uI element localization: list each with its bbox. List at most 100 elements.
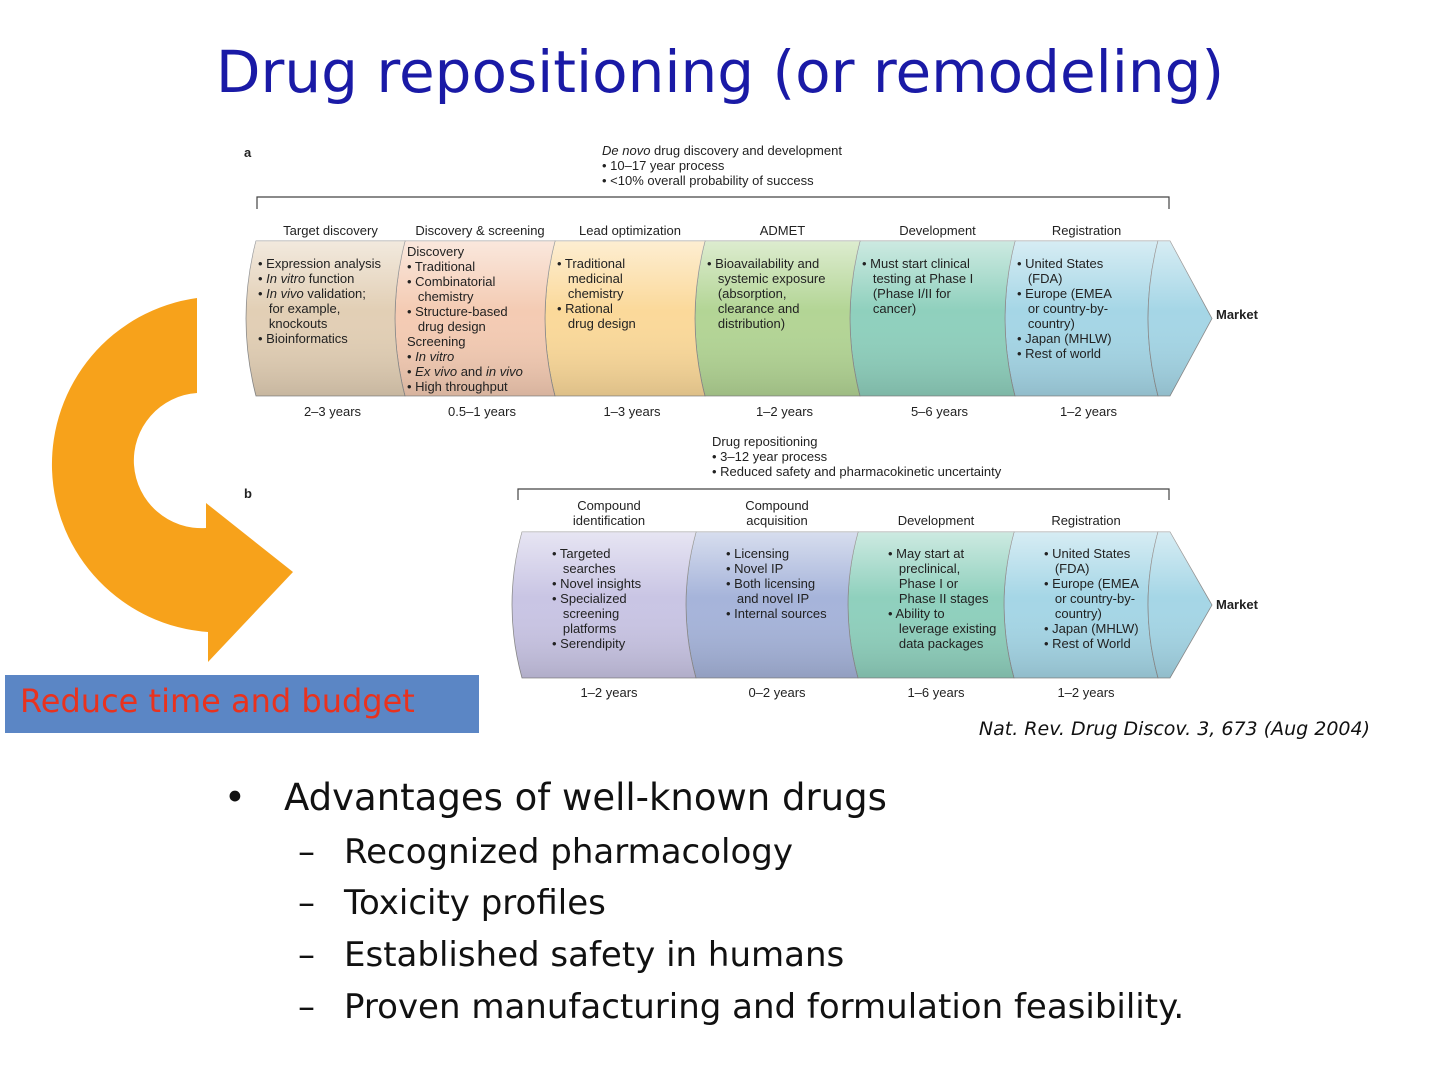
stage-detail-line: • Rest of World (1044, 636, 1131, 651)
stage-shading (246, 241, 405, 396)
stage-detail-line: distribution) (707, 316, 785, 331)
stage-duration: 5–6 years (911, 404, 969, 419)
stage-detail-line: testing at Phase I (862, 271, 973, 286)
sub-bullet: –Toxicity profiles (298, 883, 606, 923)
stage-detail-line: • Targeted (552, 546, 611, 561)
stage-detail-line: • Both licensing (726, 576, 815, 591)
stage-name: identification (573, 513, 645, 528)
stage-duration: 2–3 years (304, 404, 362, 419)
stage-duration: 1–2 years (756, 404, 814, 419)
stage-detail-line: • Bioavailability and (707, 256, 819, 271)
stage-detail-line: • Novel IP (726, 561, 783, 576)
callout-text: Reduce time and budget (20, 682, 415, 720)
stage-detail-line: • Rational (557, 301, 613, 316)
stage-detail-line: (FDA) (1017, 271, 1063, 286)
bullet-marker: • (224, 776, 246, 819)
stage-shading (1005, 241, 1158, 396)
stage-shading (848, 532, 1014, 678)
stage-detail-line: drug design (407, 319, 486, 334)
stage-detail-line: • High throughput (407, 379, 508, 394)
stage-detail-line: • Traditional (557, 256, 625, 271)
stage-detail-line: • Japan (MHLW) (1017, 331, 1112, 346)
sub-bullet-text: Established safety in humans (344, 935, 845, 975)
stage-detail-line: • Europe (EMEA (1044, 576, 1139, 591)
slide-title: Drug repositioning (or remodeling) (215, 38, 1225, 106)
stage-shading (1004, 532, 1158, 678)
sub-bullet: –Recognized pharmacology (298, 832, 793, 872)
stage-detail-line: or country-by- (1017, 301, 1108, 316)
stage-detail-line: Phase I or (888, 576, 959, 591)
sub-bullet-marker: – (298, 935, 315, 975)
stage-shading (850, 241, 1015, 396)
stage-detail-line: clearance and (707, 301, 800, 316)
stage-detail-line: • Ex vivo and in vivo (407, 364, 523, 379)
curved-arrow-icon (51, 298, 294, 662)
stage-name: Discovery & screening (415, 223, 544, 238)
sub-bullet-marker: – (298, 832, 315, 872)
sub-bullet: –Proven manufacturing and formulation fe… (298, 987, 1184, 1027)
stage-name: Registration (1052, 223, 1121, 238)
stage-shading (512, 532, 696, 678)
stage-detail-line: • In vitro (407, 349, 454, 364)
panel-a-header-bullet: • <10% overall probability of success (602, 173, 814, 188)
stage-duration: 0.5–1 years (448, 404, 516, 419)
sub-bullet-marker: – (298, 987, 315, 1027)
stage-detail-line: for example, (258, 301, 340, 316)
stage-detail-line: • In vivo validation; (258, 286, 366, 301)
bullet-main-text: Advantages of well-known drugs (284, 776, 887, 819)
stage-detail-line: country) (1017, 316, 1075, 331)
stage-detail-line: • Specialized (552, 591, 627, 606)
stage-detail-line: • Must start clinical (862, 256, 970, 271)
citation: Nat. Rev. Drug Discov. 3, 673 (Aug 2004) (978, 718, 1370, 740)
stage-detail-line: Screening (407, 334, 466, 349)
stage-detail-line: • Combinatorial (407, 274, 495, 289)
stage-detail-line: leverage existing (888, 621, 996, 636)
sub-bullet-text: Recognized pharmacology (344, 832, 793, 872)
panel-a-header-title: De novo drug discovery and development (602, 143, 842, 158)
stage-detail-line: (FDA) (1044, 561, 1090, 576)
panel-b-market-label: Market (1216, 597, 1259, 612)
panel-b-header-bullet: • 3–12 year process (712, 449, 828, 464)
stage-detail-line: medicinal (557, 271, 623, 286)
stage-detail-line: • Expression analysis (258, 256, 382, 271)
stage-detail-line: knockouts (258, 316, 328, 331)
stage-detail-line: • May start at (888, 546, 964, 561)
stage-duration: 1–2 years (580, 685, 638, 700)
stage-duration: 1–2 years (1057, 685, 1115, 700)
callout-box (5, 675, 479, 733)
stage-name: ADMET (760, 223, 806, 238)
stage-detail-line: (absorption, (707, 286, 787, 301)
panel-a-header-bullet: • 10–17 year process (602, 158, 725, 173)
stage-detail-line: • Rest of world (1017, 346, 1101, 361)
stage-detail-line: • Licensing (726, 546, 789, 561)
stage-duration: 0–2 years (748, 685, 806, 700)
stage-detail-line: drug design (557, 316, 636, 331)
stage-name: Registration (1051, 513, 1120, 528)
stage-duration: 1–2 years (1060, 404, 1118, 419)
panel-a-de-novo: a De novo drug discovery and development… (244, 143, 1259, 419)
stage-detail-line: preclinical, (888, 561, 960, 576)
sub-bullet-text: Toxicity profiles (344, 883, 606, 923)
panel-b-letter: b (244, 486, 252, 501)
stage-name: acquisition (746, 513, 807, 528)
stage-detail-line: chemistry (407, 289, 474, 304)
stage-detail-line: data packages (888, 636, 984, 651)
pipeline-arrow-shading (1148, 241, 1212, 396)
stage-detail-line: Phase II stages (888, 591, 989, 606)
stage-name: Development (898, 513, 975, 528)
bullet-main: • Advantages of well-known drugs (224, 776, 887, 819)
stage-detail-line: screening (552, 606, 619, 621)
stage-detail-line: (Phase I/II for (862, 286, 952, 301)
stage-name: Compound (745, 498, 809, 513)
stage-detail-line: • Internal sources (726, 606, 827, 621)
stage-name: Development (899, 223, 976, 238)
stage-detail-line: or country-by- (1044, 591, 1135, 606)
stage-name: Lead optimization (579, 223, 681, 238)
stage-detail-line: platforms (552, 621, 617, 636)
stage-detail-line: • Traditional (407, 259, 475, 274)
stage-detail-line: • Serendipity (552, 636, 626, 651)
panel-b-header-title: Drug repositioning (712, 434, 818, 449)
sub-bullet-text: Proven manufacturing and formulation fea… (344, 987, 1185, 1027)
stage-detail-line: cancer) (862, 301, 916, 316)
